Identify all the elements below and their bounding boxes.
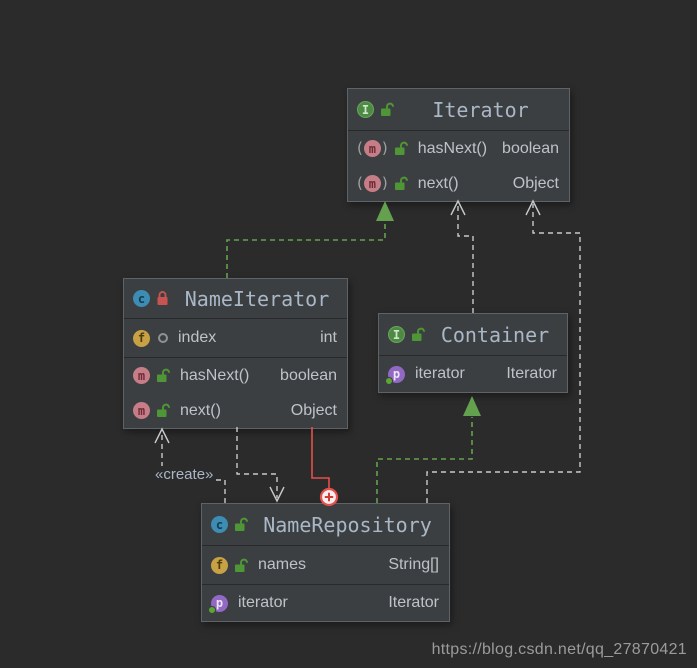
property-dot-icon xyxy=(208,605,216,614)
methods-section: m hasNext() boolean m next() Object xyxy=(124,357,347,428)
member-type: boolean xyxy=(502,139,559,157)
field-icon: f xyxy=(133,329,150,347)
edge-nameiterator-depends-namerepository xyxy=(236,427,285,503)
interface-icon: I xyxy=(357,101,374,118)
abstract-method-icon: ) xyxy=(381,139,388,157)
lock-open-icon xyxy=(157,368,170,382)
class-title: NameRepository xyxy=(263,512,432,537)
member-row-hasnext[interactable]: m hasNext() boolean xyxy=(124,358,347,393)
member-name: hasNext() xyxy=(417,139,488,157)
class-title: Iterator xyxy=(432,97,529,122)
edge-namerepository-realizes-container xyxy=(376,396,481,503)
member-name: iterator xyxy=(238,594,288,611)
class-header-namerepository[interactable]: c NameRepository xyxy=(202,504,449,546)
interface-icon: I xyxy=(388,326,405,343)
watermark-url: https://blog.csdn.net/qq_27870421 xyxy=(431,641,687,658)
lock-open-icon xyxy=(157,403,170,417)
properties-section: p iterator Iterator xyxy=(202,584,449,621)
lock-closed-icon xyxy=(157,291,168,305)
package-visibility-icon xyxy=(158,333,168,343)
properties-section: p iterator Iterator xyxy=(379,356,567,392)
class-icon: c xyxy=(133,290,150,307)
member-type: Iterator xyxy=(388,594,439,611)
fields-section: f index int xyxy=(124,319,347,357)
member-row-iterator[interactable]: p iterator Iterator xyxy=(202,585,449,621)
lock-open-icon xyxy=(235,517,248,531)
member-row-hasnext[interactable]: ( m ) hasNext() boolean xyxy=(348,131,569,166)
realization-triangle-icon xyxy=(463,396,481,416)
abstract-method-icon: ( xyxy=(357,174,363,192)
member-row-index[interactable]: f index int xyxy=(124,319,347,357)
member-name: names xyxy=(258,556,307,573)
class-icon: c xyxy=(211,516,228,533)
member-row-iterator[interactable]: p iterator Iterator xyxy=(379,356,567,392)
member-type: int xyxy=(320,329,337,346)
property-dot-icon xyxy=(385,376,393,385)
method-icon: m xyxy=(363,175,381,192)
fields-section: f names String[] xyxy=(202,546,449,584)
lock-open-icon xyxy=(394,141,408,155)
member-name: iterator xyxy=(415,365,465,382)
member-row-next[interactable]: ( m ) next() Object xyxy=(348,166,569,201)
class-box-namerepository[interactable]: c NameRepository f names String[] p iter… xyxy=(201,503,450,622)
lock-open-icon xyxy=(235,558,248,572)
edge-nameiterator-realizes-iterator xyxy=(226,201,394,278)
lock-open-icon xyxy=(394,176,408,190)
dependency-arrow-icon xyxy=(269,486,285,503)
dependency-arrow-icon xyxy=(450,199,466,216)
member-row-next[interactable]: m next() Object xyxy=(124,393,347,428)
property-icon: p xyxy=(385,365,405,385)
class-title: Container xyxy=(440,322,550,347)
abstract-method-icon: ) xyxy=(381,174,388,192)
member-type: Iterator xyxy=(506,365,557,382)
class-header-container[interactable]: I Container xyxy=(379,314,567,356)
edge-inner-class-anchor xyxy=(311,427,339,507)
method-icon: m xyxy=(133,402,150,419)
realization-triangle-icon xyxy=(376,201,394,221)
member-type: String[] xyxy=(388,556,439,573)
member-type: boolean xyxy=(280,366,337,384)
class-header-iterator[interactable]: I Iterator xyxy=(348,89,569,131)
member-row-names[interactable]: f names String[] xyxy=(202,546,449,584)
method-icon: m xyxy=(363,140,381,157)
field-icon: f xyxy=(211,556,228,574)
create-stereotype-label: «create» xyxy=(152,466,217,483)
class-box-iterator[interactable]: I Iterator ( m ) hasNext() boolean ( m ) xyxy=(347,88,570,202)
abstract-method-icon: ( xyxy=(357,139,363,157)
class-box-container[interactable]: I Container p iterator Iterator xyxy=(378,313,568,393)
member-name: next() xyxy=(180,401,221,419)
lock-open-icon xyxy=(381,102,394,116)
dependency-arrow-icon xyxy=(525,199,541,216)
class-title: NameIterator xyxy=(184,286,330,311)
property-icon: p xyxy=(208,594,228,614)
member-name: index xyxy=(178,329,217,346)
edge-container-depends-iterator xyxy=(450,199,474,313)
methods-section: ( m ) hasNext() boolean ( m ) next() Obj… xyxy=(348,131,569,201)
dependency-arrow-icon xyxy=(154,427,170,444)
class-header-nameiterator[interactable]: c NameIterator xyxy=(124,279,347,319)
class-box-nameiterator[interactable]: c NameIterator f index int m hasNext() b… xyxy=(123,278,348,429)
member-name: hasNext() xyxy=(180,366,250,384)
member-type: Object xyxy=(290,401,337,419)
member-name: next() xyxy=(417,174,459,192)
method-icon: m xyxy=(133,367,150,384)
lock-open-icon xyxy=(412,327,425,341)
member-type: Object xyxy=(512,174,559,192)
